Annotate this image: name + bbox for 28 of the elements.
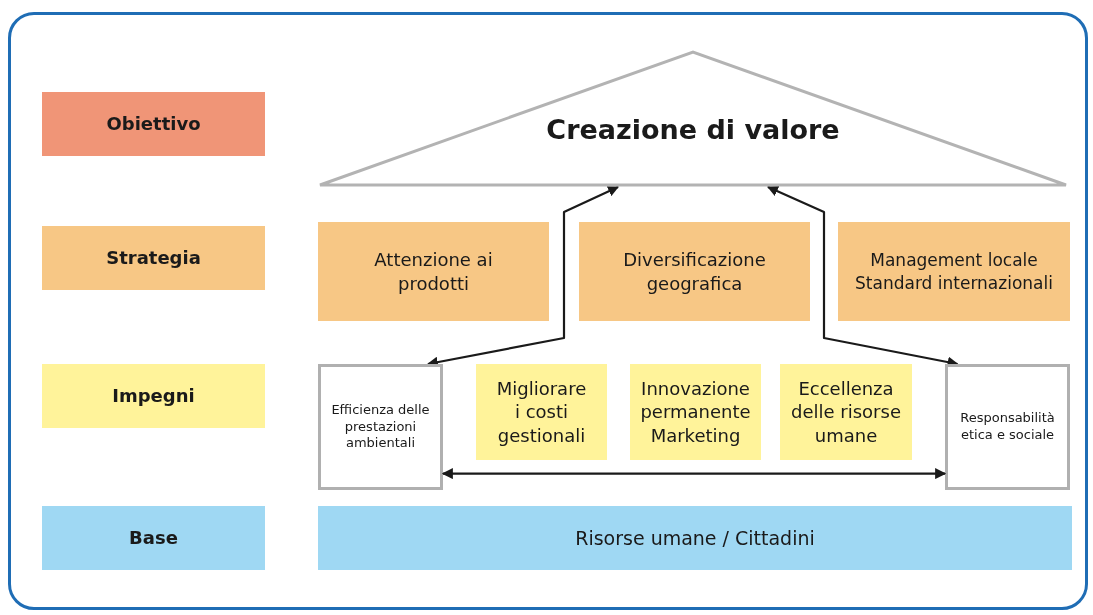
row-label [42,506,265,570]
box-text: Attenzione ai prodotti [373,248,494,295]
double-arrow [441,468,947,480]
row-label-text: Strategia [105,246,202,270]
row-label-text: Obiettivo [105,112,202,136]
box-text: Diversificazione geografica [622,248,767,295]
commitment-box [318,364,443,490]
base-bar [318,506,1072,570]
title-text: Creazione di valore [545,113,841,147]
commitment-box [945,364,1070,490]
row-label-text: Base [128,526,179,550]
row-label [42,364,265,428]
commitment-box [780,364,912,460]
box-text: Innovazione permanente Marketing [639,376,752,448]
box-text: Management locale Standard internazionali [854,249,1054,294]
box-text: Efficienza delle prestazioni ambientali [330,401,431,453]
box-text: Migliorare i costi gestionali [495,376,588,448]
box-text: Eccellenza delle risorse umane [790,376,902,448]
commitment-box [476,364,607,460]
strategy-box [318,222,549,321]
row-label [42,226,265,290]
row-label [42,92,265,156]
box-text: Responsabilità etica e sociale [959,410,1056,444]
commitment-box [630,364,761,460]
box-text: Risorse umane / Cittadini [574,525,816,551]
strategy-box [838,222,1070,321]
strategy-box [579,222,810,321]
row-label-text: Impegni [111,384,196,408]
